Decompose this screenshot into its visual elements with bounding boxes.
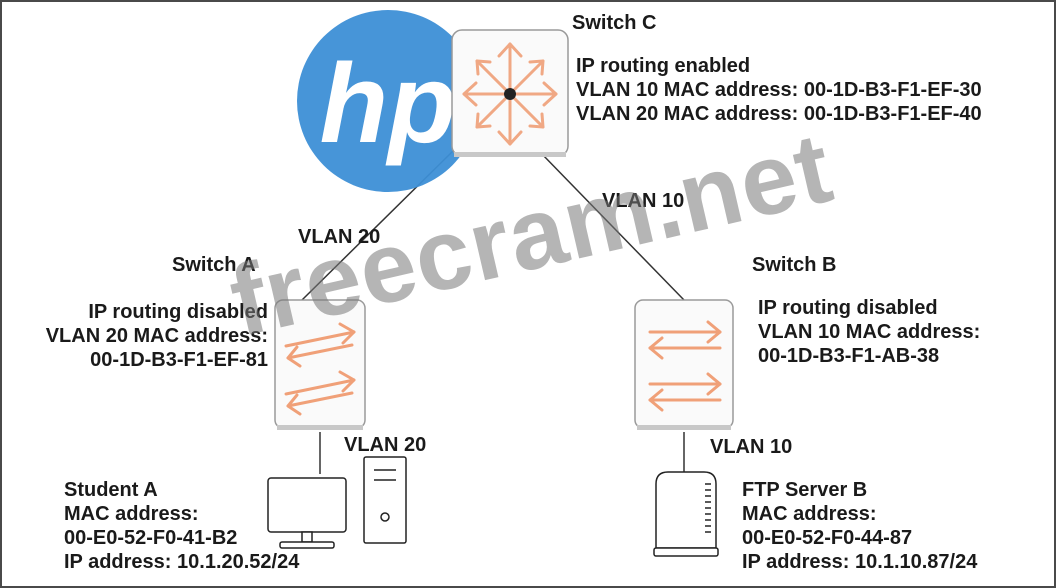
switch-b-info: IP routing disabled VLAN 10 MAC address:… — [758, 296, 980, 368]
switch-c-title: Switch C — [572, 12, 657, 34]
switch-c-info: IP routing enabled VLAN 10 MAC address: … — [576, 54, 982, 126]
switch-b-title: Switch B — [752, 254, 837, 276]
switch-a-routing: IP routing disabled — [88, 301, 268, 323]
switch-a-title: Switch A — [172, 254, 256, 276]
switch-a-info: IP routing disabled VLAN 20 MAC address:… — [2, 300, 268, 372]
link-b-server-label: VLAN 10 — [710, 436, 793, 458]
switch-b-mac-value: 00-1D-B3-F1-AB-38 — [758, 345, 940, 367]
switch-a-mac-value: 00-1D-B3-F1-EF-81 — [90, 349, 268, 371]
pc-tower-icon — [363, 456, 407, 544]
switch-b-mac-label: VLAN 10 MAC address: — [758, 321, 981, 343]
student-a-title: Student A — [64, 479, 158, 501]
student-a-mac-label: MAC address: — [64, 503, 199, 525]
switch-a-mac-label: VLAN 20 MAC address: — [45, 325, 268, 347]
student-a-info: Student A MAC address: 00-E0-52-F0-41-B2… — [64, 478, 299, 574]
switch-c-vlan20-mac: VLAN 20 MAC address: 00-1D-B3-F1-EF-40 — [576, 103, 982, 125]
switch-c-routing: IP routing enabled — [576, 55, 751, 77]
link-a-student-label: VLAN 20 — [344, 434, 427, 456]
server-b-mac-label: MAC address: — [742, 503, 877, 525]
hp-logo-text: hp — [320, 41, 457, 166]
link-c-b-label: VLAN 10 — [602, 190, 685, 212]
monitor-icon — [267, 477, 347, 549]
server-b-ip: IP address: 10.1.10.87/24 — [742, 551, 978, 573]
student-a-ip: IP address: 10.1.20.52/24 — [64, 551, 300, 573]
link-c-b — [539, 151, 685, 301]
server-b-mac-value: 00-E0-52-F0-44-87 — [742, 527, 913, 549]
switch-c-vlan10-mac: VLAN 10 MAC address: 00-1D-B3-F1-EF-30 — [576, 79, 982, 101]
student-a-mac-value: 00-E0-52-F0-41-B2 — [64, 527, 238, 549]
link-c-a-label: VLAN 20 — [298, 226, 381, 248]
switch-b-routing: IP routing disabled — [758, 297, 938, 319]
server-b-info: FTP Server B MAC address: 00-E0-52-F0-44… — [742, 478, 977, 574]
server-b-title: FTP Server B — [742, 479, 868, 501]
